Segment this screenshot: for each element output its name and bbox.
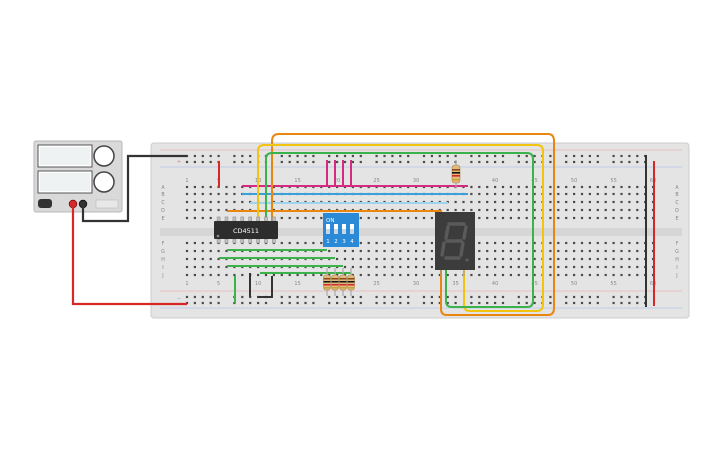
dip-switch-number: 4 xyxy=(350,239,354,245)
ic-label: CD4511 xyxy=(233,227,259,235)
row-letter: G xyxy=(161,249,165,255)
resistor-bottom[interactable] xyxy=(323,268,331,296)
ic-pin xyxy=(264,216,268,222)
row-letter: F xyxy=(676,241,679,247)
dip-toggle-knob[interactable] xyxy=(342,229,346,234)
column-number-bottom: 40 xyxy=(492,281,498,287)
row-letter: A xyxy=(675,185,679,191)
decimal-point xyxy=(465,258,469,262)
wire-orange-loop[interactable] xyxy=(271,133,555,316)
dip-switch-number: 3 xyxy=(342,239,346,245)
ic-pin xyxy=(224,216,229,222)
column-number-top: 25 xyxy=(373,178,379,184)
row-letter: I xyxy=(676,265,677,271)
ic-pin xyxy=(256,238,260,244)
ic-pin xyxy=(216,238,221,244)
column-number-top: 50 xyxy=(571,178,577,184)
seven-segment-display[interactable]: 8 xyxy=(0,0,475,276)
dip-toggle-knob[interactable] xyxy=(334,229,338,234)
wire-black-power[interactable] xyxy=(81,154,187,223)
ic-pin xyxy=(272,238,276,244)
resistor-bottom[interactable] xyxy=(331,268,339,296)
resistor-top[interactable] xyxy=(451,160,461,188)
wire-red-power[interactable] xyxy=(71,205,187,306)
column-number-top: 40 xyxy=(492,178,498,184)
row-letter: B xyxy=(161,192,164,198)
ic-pin xyxy=(216,216,221,222)
ic-cd4511[interactable]: CD4511 xyxy=(214,216,278,244)
column-number-top: 1 xyxy=(185,178,188,184)
ic-pin xyxy=(264,238,268,244)
row-letter: B xyxy=(675,192,678,198)
column-number-bottom: 30 xyxy=(413,281,419,287)
rail-plus-label: + xyxy=(177,159,181,165)
row-letter: C xyxy=(161,200,165,206)
row-letter: A xyxy=(161,185,165,191)
column-number-bottom: 35 xyxy=(452,281,458,287)
ic-pin xyxy=(272,216,276,222)
ic-pin xyxy=(232,238,237,244)
row-letter: C xyxy=(675,200,679,206)
row-letter: D xyxy=(675,208,679,214)
ic-pin xyxy=(240,216,245,222)
column-number-top: 55 xyxy=(610,178,616,184)
dip-toggle-knob[interactable] xyxy=(326,229,330,234)
ic-pin xyxy=(224,238,229,244)
row-letter: H xyxy=(161,257,165,263)
column-number-bottom: 45 xyxy=(531,281,537,287)
column-number-top: 15 xyxy=(294,178,300,184)
ic-pin xyxy=(248,238,252,244)
ic-pin xyxy=(248,216,252,222)
jumper-black-bottom[interactable] xyxy=(249,273,273,298)
power-switch[interactable] xyxy=(38,199,52,208)
column-number-bottom: 25 xyxy=(373,281,379,287)
resistor-bottom[interactable] xyxy=(347,268,355,296)
wire-green-loop[interactable] xyxy=(265,152,534,308)
column-number-bottom: 50 xyxy=(571,281,577,287)
magenta-rail-drops[interactable] xyxy=(326,160,352,187)
column-number-top: 30 xyxy=(413,178,419,184)
resistor-bottom[interactable] xyxy=(339,268,347,296)
ic-pin xyxy=(256,216,260,222)
column-number-bottom: 15 xyxy=(294,281,300,287)
column-number-bottom: 1 xyxy=(185,281,188,287)
power-supply[interactable] xyxy=(33,140,123,213)
row-letter: E xyxy=(675,216,678,222)
row-letter: I xyxy=(162,265,163,271)
dip-toggle-knob[interactable] xyxy=(350,229,354,234)
ic-pin xyxy=(232,216,237,222)
row-letter: D xyxy=(161,208,165,214)
wire-yellow-loop[interactable] xyxy=(257,144,544,312)
row-letter: F xyxy=(162,241,165,247)
dip-on-label: ON xyxy=(326,218,334,224)
rail-minus-label: − xyxy=(177,296,181,302)
column-number-top: 45 xyxy=(531,178,537,184)
column-number-bottom: 10 xyxy=(255,281,261,287)
row-letter: H xyxy=(675,257,679,263)
column-number-bottom: 55 xyxy=(610,281,616,287)
dip-switch-number: 1 xyxy=(326,239,330,245)
column-number-bottom: 5 xyxy=(217,281,220,287)
row-letter: J xyxy=(675,273,677,279)
column-number-top: 20 xyxy=(334,178,340,184)
ic-pin xyxy=(240,238,245,244)
dip-switch-number: 2 xyxy=(334,239,338,245)
row-letter: E xyxy=(161,216,164,222)
row-letter: G xyxy=(675,249,679,255)
current-knob[interactable] xyxy=(93,171,115,193)
voltage-knob[interactable] xyxy=(93,145,115,167)
digit-segments xyxy=(440,222,468,260)
row-letter: J xyxy=(161,273,163,279)
